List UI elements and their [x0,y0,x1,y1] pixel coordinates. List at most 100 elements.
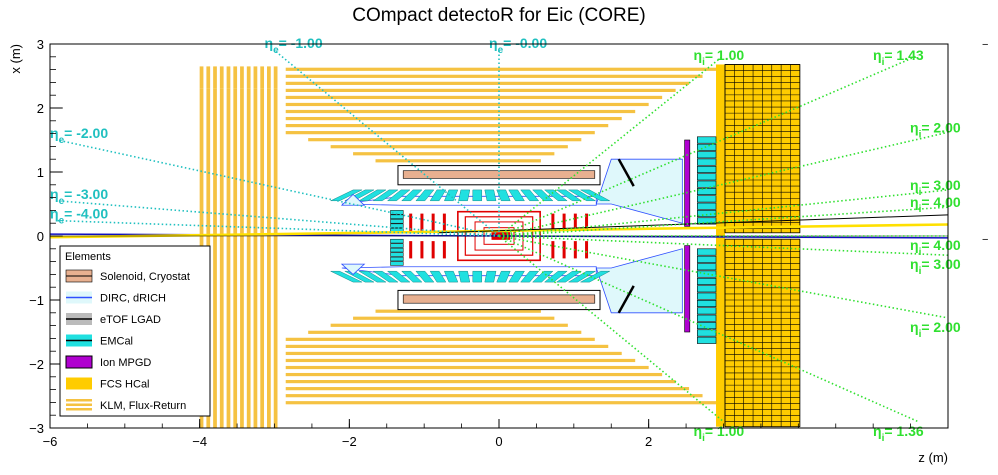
dirc-prism-top [340,193,366,206]
emcal-tower [415,189,435,202]
solenoid-coil-bottom [402,294,596,304]
eta-ion-line [498,235,725,423]
eta-value: = 2.00 [921,119,961,135]
eta-ion-label: ηi= 2.00 [910,319,961,340]
klm-endcap-stripe [206,66,211,89]
y-tick-label: −3 [29,421,44,436]
emcal-tower [508,189,525,202]
eta-ion-line [498,235,949,256]
legend-entry-dirc: DIRC, dRICH [66,291,166,305]
eta-value: = 3.00 [921,177,961,193]
drich-bottom [595,248,683,314]
emcal-cell [697,165,717,173]
emcal-tower [401,189,423,202]
ion-mpgd-bottom [684,245,691,333]
klm-barrel-stripe [285,401,717,405]
eta-ion-label: ηi= 1.36 [873,423,924,444]
tracker-disk [562,213,566,231]
klm-barrel-stripe [285,337,595,341]
eta-subscript: e [59,216,65,227]
klm-barrel-stripe [353,316,555,320]
klm-endcap-stripe [219,66,224,89]
emcal-cell [390,238,404,244]
emcal-tower [484,189,497,202]
eta-electron-label: ηe= -4.00 [50,206,108,227]
emcal-tower [415,270,435,283]
klm-backward-endcap [199,66,278,429]
tracker-disk [431,241,435,259]
klm-endcap-stripe [226,66,231,89]
emcal-tower [580,270,610,283]
emcal-tower [472,270,483,283]
legend-swatch [65,355,93,369]
plot-title: COmpact detectoR for Eic (CORE) [352,5,646,26]
y-tick-label: 3 [37,37,44,52]
eta-symbol: η [694,423,703,439]
klm-endcap-stripe [260,88,265,429]
forward-emcal [697,136,717,344]
drich-top [595,158,683,224]
klm-endcap-stripe [240,66,244,89]
klm-endcap-stripe [253,66,258,89]
eta-subscript: i [702,433,705,444]
klm-barrel-stripe [285,124,609,128]
emcal-cell [390,223,404,228]
klm-barrel-stripe [285,365,649,370]
tracker-disk [409,241,413,259]
tracker-disk [562,241,566,259]
klm-barrel-stripe [330,323,568,327]
tracker-disk [420,241,424,259]
legend-label: EMCal [100,336,133,348]
klm-endcap-stripe [246,88,251,429]
emcal-tower [508,270,525,283]
emcal-cell [697,329,717,337]
klm-barrel-stripe [285,102,649,107]
eta-ion-line [498,235,949,319]
emcal-tower [532,189,554,202]
x-axis-label: z (m) [918,450,948,465]
eta-value: = -0.00 [503,35,547,51]
tracker-disk [420,213,424,231]
eta-symbol: η [50,186,59,202]
klm-endcap-stripe [273,66,278,89]
klm-barrel-stripe [285,131,595,135]
klm-endcap-stripe [213,66,217,89]
emcal-cell [697,292,717,300]
y-tick-label: −1 [29,293,44,308]
klm-barrel-stripe [353,152,555,156]
klm-barrel-stripe [285,95,663,100]
klm-barrel-stripe [285,116,622,121]
eta-symbol: η [489,35,498,51]
legend-entry-emcal: EMCal [66,334,133,348]
ion-beam-edge [439,214,949,234]
y-tick-label: 1 [37,165,44,180]
legend-swatch-stripe [66,403,92,406]
legend-swatch-stripe [66,408,92,411]
klm-endcap-stripe [273,88,278,429]
emcal-cell [697,336,717,344]
emcal-tower [330,270,363,283]
emcal-cell [697,143,717,151]
klm-barrel [285,67,717,405]
klm-endcap-stripe [213,88,217,429]
eta-ion-line [498,235,919,423]
barrel-emcal [330,189,610,283]
emcal-cell [697,248,717,256]
eta-subscript: i [882,433,885,444]
klm-endcap-stripe [267,66,271,89]
klm-endcap-stripe [260,66,265,89]
eta-subscript: e [273,45,279,56]
eta-ion-label: ηi= 1.00 [694,423,745,444]
emcal-tower [484,270,497,283]
eta-value: = 3.00 [921,256,961,272]
emcal-cell [697,270,717,278]
emcal-cell [390,256,404,262]
eta-electron-label: ηe= -0.00 [489,35,547,56]
tracker-disk [551,213,555,231]
eta-subscript: e [59,135,65,146]
eta-electron-label: ηe= -3.00 [50,186,108,207]
eta-subscript: e [498,45,504,56]
eta-symbol: η [873,47,882,63]
